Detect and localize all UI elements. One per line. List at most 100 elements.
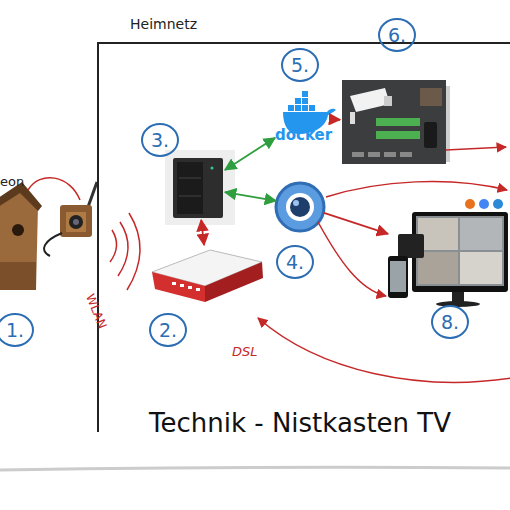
connector-arrow bbox=[324, 213, 388, 234]
docker-logo bbox=[302, 98, 308, 104]
router-illustration bbox=[172, 282, 176, 285]
signal-arrows bbox=[258, 147, 510, 382]
viewing-devices bbox=[390, 261, 406, 292]
callout-number: 2. bbox=[149, 313, 187, 347]
signal-arrows bbox=[318, 222, 386, 296]
docker-logo bbox=[288, 105, 294, 111]
viewing-devices bbox=[479, 199, 489, 209]
software-screenshot bbox=[384, 96, 392, 106]
device-node: 1. bbox=[0, 183, 100, 291]
camera-app-icon bbox=[293, 200, 299, 206]
nas-illustration bbox=[165, 150, 235, 225]
viewing-devices bbox=[493, 199, 503, 209]
viewing-devices bbox=[388, 199, 508, 307]
router-illustration bbox=[180, 284, 184, 287]
router-illustration bbox=[152, 272, 205, 302]
connector-arrow bbox=[201, 220, 204, 245]
network-boundary: Heimnetz2.3.4.5.docker6.8. bbox=[97, 42, 510, 432]
separator-line bbox=[0, 467, 510, 470]
camera-illustration bbox=[66, 212, 86, 232]
camera-illustration bbox=[69, 215, 83, 229]
software-screenshot bbox=[420, 88, 442, 106]
software-screenshot bbox=[400, 152, 412, 157]
viewing-devices bbox=[460, 218, 502, 250]
signal-arrows bbox=[446, 147, 506, 150]
viewing-devices bbox=[388, 256, 408, 298]
camera-illustration bbox=[44, 182, 97, 256]
camera-app-icon bbox=[276, 183, 324, 231]
viewing-devices bbox=[398, 234, 424, 258]
docker-logo bbox=[302, 105, 308, 111]
birdhouse-illustration bbox=[0, 182, 42, 290]
annotation-label: eon bbox=[0, 174, 24, 189]
viewing-devices bbox=[418, 252, 458, 284]
device-node: 8. bbox=[388, 198, 510, 310]
router-illustration bbox=[205, 262, 263, 302]
camera-app-icon bbox=[286, 193, 314, 221]
connector-arrow bbox=[337, 119, 340, 121]
device-node: 3. bbox=[170, 155, 225, 220]
nas-illustration bbox=[211, 167, 214, 170]
viewing-devices bbox=[465, 199, 475, 209]
nas-illustration bbox=[179, 196, 201, 197]
camera-illustration bbox=[60, 205, 92, 237]
device-node: 4. bbox=[276, 181, 324, 229]
birdhouse-illustration bbox=[0, 262, 36, 290]
connector-arrow bbox=[225, 192, 276, 201]
software-screenshot bbox=[376, 118, 420, 126]
router-illustration bbox=[152, 250, 263, 302]
nas-illustration bbox=[165, 150, 235, 225]
wlan-waves bbox=[127, 213, 140, 290]
viewing-devices bbox=[452, 292, 464, 302]
annotation-label: DSL bbox=[232, 344, 258, 359]
software-screenshot bbox=[384, 152, 396, 157]
callout-number: 6. bbox=[378, 18, 416, 52]
connector-arrow bbox=[225, 138, 275, 170]
viewing-devices bbox=[416, 216, 504, 286]
software-screenshot bbox=[342, 80, 446, 164]
docker-logo bbox=[295, 105, 301, 111]
wlan-waves bbox=[118, 222, 128, 276]
docker-logo bbox=[295, 98, 301, 104]
annotation-label: WLAN bbox=[83, 292, 109, 331]
camera-app-icon bbox=[276, 183, 324, 231]
diagram-title: Technik - Nistkasten TV bbox=[90, 408, 510, 438]
device-node: 2. bbox=[150, 245, 265, 305]
nas-illustration bbox=[173, 158, 223, 218]
logo-text: docker bbox=[275, 126, 332, 144]
viewing-devices bbox=[412, 212, 508, 292]
software-screenshot bbox=[350, 112, 355, 124]
group-heading: Heimnetz bbox=[130, 16, 197, 32]
wlan-waves bbox=[110, 213, 140, 290]
wlan-waves bbox=[110, 230, 117, 262]
docker-logo bbox=[309, 105, 315, 111]
birdhouse-illustration bbox=[12, 224, 24, 236]
camera-illustration bbox=[44, 233, 62, 256]
camera-illustration bbox=[88, 182, 97, 207]
callout-number: 4. bbox=[276, 245, 314, 279]
callout-number: 8. bbox=[431, 305, 469, 339]
callout-number: 3. bbox=[141, 123, 179, 157]
nas-illustration bbox=[177, 162, 203, 214]
software-screenshot bbox=[424, 122, 437, 148]
docker-logo bbox=[302, 91, 308, 97]
cable-line bbox=[28, 178, 80, 200]
device-node: 5.docker bbox=[275, 90, 337, 146]
camera-illustration bbox=[73, 219, 79, 225]
camera-app-icon bbox=[290, 197, 310, 217]
software-screenshot bbox=[368, 152, 380, 157]
software-screenshot bbox=[376, 131, 420, 139]
software-screenshot bbox=[342, 80, 450, 164]
nas-illustration bbox=[179, 178, 201, 179]
callout-number: 1. bbox=[0, 313, 34, 347]
router-illustration bbox=[196, 288, 200, 291]
router-illustration bbox=[188, 286, 192, 289]
signal-arrows bbox=[326, 182, 507, 197]
viewing-devices bbox=[460, 252, 502, 284]
separator-line bbox=[0, 467, 510, 470]
cable-line bbox=[28, 178, 80, 200]
signal-arrows bbox=[258, 318, 510, 382]
device-node: 6. bbox=[340, 80, 448, 165]
software-screenshot bbox=[352, 152, 364, 157]
callout-number: 5. bbox=[281, 48, 319, 82]
